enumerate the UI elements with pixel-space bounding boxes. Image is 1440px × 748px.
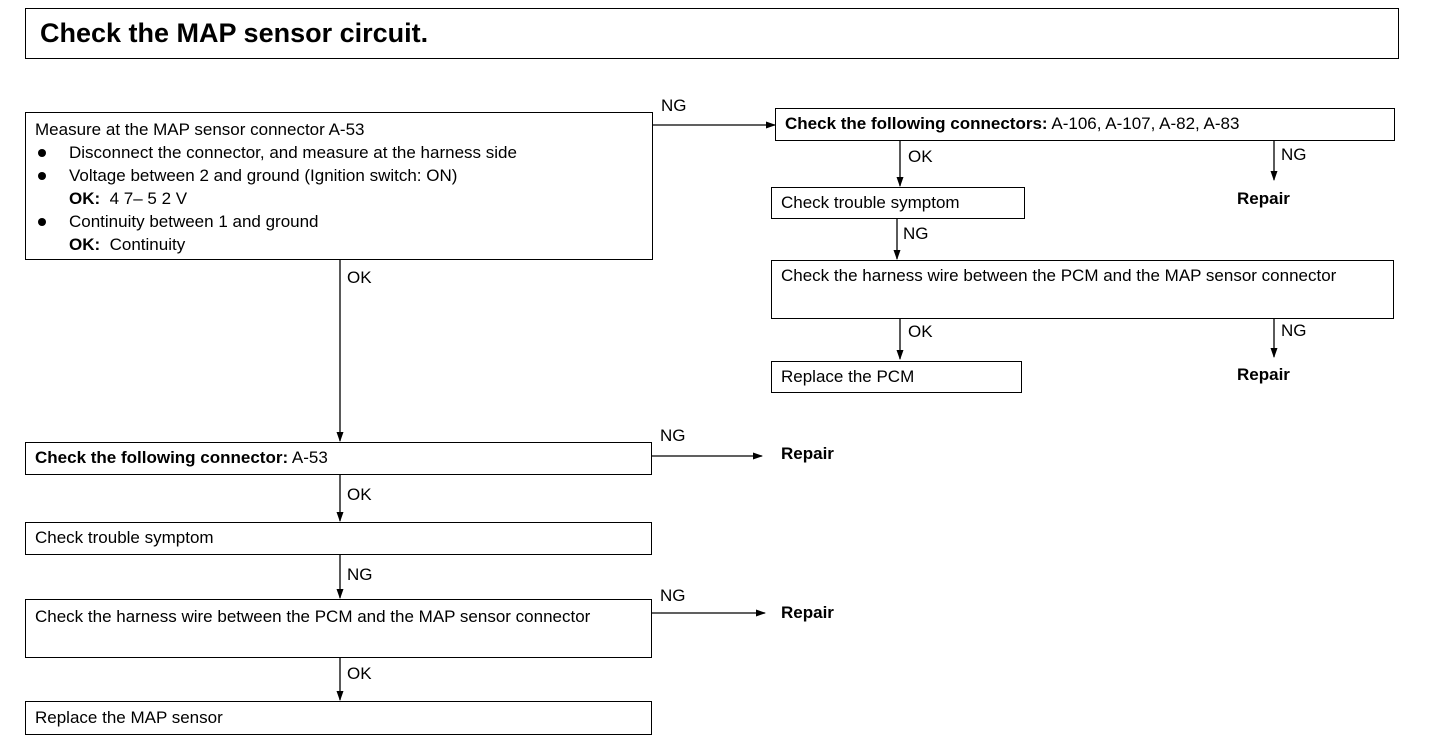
measure-bullet-continuity: Continuity between 1 and ground — [35, 210, 643, 233]
measure-heading: Measure at the MAP sensor connector A-53 — [35, 120, 365, 139]
label-ng: NG — [903, 224, 929, 243]
right-harness-box: Check the harness wire between the PCM a… — [771, 260, 1394, 319]
left-connector-box: Check the following connector: A-53 — [25, 442, 652, 475]
left-symptom-box: Check trouble symptom — [25, 522, 652, 555]
label-ng: NG — [1281, 321, 1307, 340]
right-replace-box: Replace the PCM — [771, 361, 1022, 393]
measure-bullet-disconnect: Disconnect the connector, and measure at… — [35, 141, 643, 164]
ok-value: 4 7– 5 2 V — [109, 189, 188, 208]
ok-value: Continuity — [109, 235, 186, 254]
connectors-heading: Check the following connectors: — [785, 114, 1048, 133]
label-ng: NG — [660, 426, 686, 445]
label-ng: NG — [660, 586, 686, 605]
left-harness-box: Check the harness wire between the PCM a… — [25, 599, 652, 658]
label-ok: OK — [347, 664, 372, 683]
left-repair-2: Repair — [781, 603, 834, 622]
ok-label: OK: — [69, 189, 101, 208]
label-ok: OK — [908, 147, 933, 166]
measure-continuity-ok: OK: Continuity — [35, 233, 643, 256]
measure-voltage-ok: OK: 4 7– 5 2 V — [35, 187, 643, 210]
connector-heading: Check the following connector: — [35, 448, 289, 467]
measure-bullet-voltage: Voltage between 2 and ground (Ignition s… — [35, 164, 643, 187]
label-ng: NG — [661, 96, 687, 115]
ok-label: OK: — [69, 235, 101, 254]
label-ok: OK — [347, 485, 372, 504]
connectors-list: A-106, A-107, A-82, A-83 — [1047, 114, 1240, 133]
connector-id: A-53 — [288, 448, 328, 467]
page-title: Check the MAP sensor circuit. — [25, 8, 1399, 59]
label-ok: OK — [908, 322, 933, 341]
right-connectors-box: Check the following connectors: A-106, A… — [775, 108, 1395, 141]
left-repair-1: Repair — [781, 444, 834, 463]
label-ng: NG — [347, 565, 373, 584]
right-symptom-box: Check trouble symptom — [771, 187, 1025, 219]
right-repair-2: Repair — [1237, 365, 1290, 384]
label-ng: NG — [1281, 145, 1307, 164]
label-ok: OK — [347, 268, 372, 287]
measure-box: Measure at the MAP sensor connector A-53… — [25, 112, 653, 260]
left-replace-box: Replace the MAP sensor — [25, 701, 652, 735]
right-repair-1: Repair — [1237, 189, 1290, 208]
